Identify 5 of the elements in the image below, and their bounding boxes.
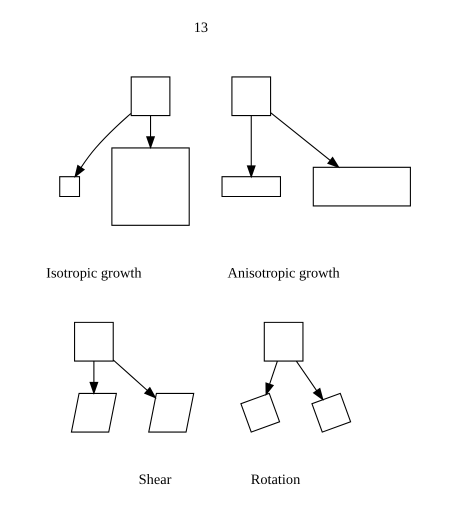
- label: 13: [194, 20, 208, 36]
- label: Shear: [138, 472, 172, 488]
- label: Rotation: [250, 472, 300, 488]
- label: Anisotropic growth: [228, 265, 340, 282]
- label: Isotropic growth: [46, 265, 142, 282]
